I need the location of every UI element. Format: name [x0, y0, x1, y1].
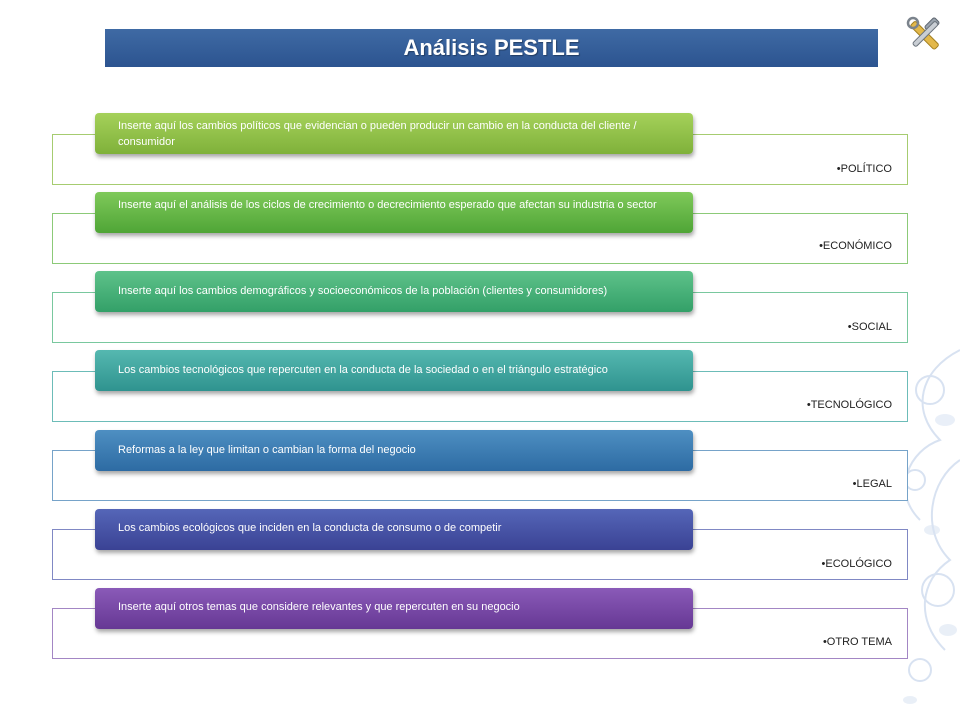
description-bar: Los cambios tecnológicos que repercuten …: [95, 350, 693, 391]
category-label: •POLÍTICO: [836, 163, 892, 175]
description-bar: Los cambios ecológicos que inciden en la…: [95, 509, 693, 550]
description-bar: Inserte aquí otros temas que considere r…: [95, 588, 693, 629]
category-label: •OTRO TEMA: [822, 636, 892, 648]
page-title: Análisis PESTLE: [403, 35, 580, 60]
description-bar: Inserte aquí los cambios demográficos y …: [95, 271, 693, 312]
title-bar: Análisis PESTLE: [105, 29, 878, 67]
description-bar: Inserte aquí los cambios políticos que e…: [95, 113, 693, 154]
category-label: •LEGAL: [852, 478, 892, 490]
description-bar: Reformas a la ley que limitan o cambian …: [95, 430, 693, 471]
tools-icon[interactable]: [904, 14, 946, 56]
category-label: •TECNOLÓGICO: [806, 399, 892, 411]
category-label: •ECONÓMICO: [819, 240, 892, 252]
category-label: •SOCIAL: [847, 321, 892, 333]
description-bar: Inserte aquí el análisis de los ciclos d…: [95, 192, 693, 233]
category-label: •ECOLÓGICO: [821, 558, 892, 570]
